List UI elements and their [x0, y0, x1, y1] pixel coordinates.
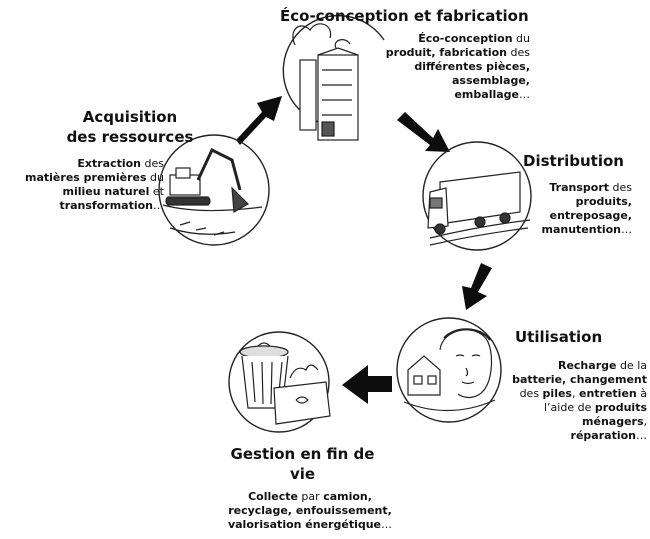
- fin-de-vie-title-line2: vie: [289, 465, 316, 483]
- description-text: produits: [594, 401, 647, 414]
- arrow-dist-to-util: [462, 263, 492, 310]
- description-text: batterie, changement: [512, 373, 647, 386]
- description-text: du: [146, 171, 164, 184]
- person-house-icon: [396, 317, 502, 423]
- trash-bin-icon: [228, 331, 331, 433]
- description-text: recyclage, enfouissement,: [228, 504, 392, 517]
- fin-de-vie-description: Collecte par camion,recyclage, enfouisse…: [200, 490, 420, 532]
- description-text: entretien: [578, 387, 637, 400]
- description-text: …: [381, 518, 393, 531]
- description-text: Transport: [549, 181, 610, 194]
- description-line: Extraction des: [18, 157, 164, 171]
- description-text: produit, fabrication: [385, 46, 508, 59]
- description-text: assemblage,: [451, 74, 530, 87]
- description-text: de la: [616, 359, 647, 372]
- description-line: produit, fabrication des: [360, 46, 530, 60]
- arrow-util-to-fin: [342, 365, 392, 404]
- description-text: …: [636, 429, 647, 442]
- description-text: et: [149, 185, 164, 198]
- description-text: par: [297, 490, 324, 503]
- acquisition-title: Acquisition des ressources: [55, 107, 205, 147]
- description-line: valorisation énergétique…: [200, 518, 420, 532]
- description-text: des: [609, 181, 633, 194]
- description-text: piles: [542, 387, 572, 400]
- description-text: Éco-conception: [418, 32, 513, 45]
- description-line: Transport des: [520, 181, 632, 195]
- description-line: produits,: [520, 195, 632, 209]
- description-text: différentes pièces,: [414, 60, 530, 73]
- description-line: ménagers,: [500, 415, 647, 429]
- description-text: des: [519, 387, 543, 400]
- description-line: l’aide de produits: [500, 401, 647, 415]
- description-text: Recharge: [557, 359, 617, 372]
- description-line: Recharge de la: [500, 359, 647, 373]
- description-line: batterie, changement: [500, 373, 647, 387]
- description-text: …: [519, 88, 530, 101]
- description-text: des: [507, 46, 531, 59]
- description-text: valorisation énergétique: [227, 518, 382, 531]
- description-line: assemblage,: [360, 74, 530, 88]
- description-text: camion,: [323, 490, 372, 503]
- utilisation-title: Utilisation: [515, 328, 603, 346]
- description-text: …: [621, 223, 632, 236]
- description-line: des piles, entretien à: [500, 387, 647, 401]
- description-text: transformation: [59, 199, 153, 212]
- truck-icon: [422, 141, 532, 251]
- description-text: entreposage,: [549, 209, 632, 222]
- description-line: recyclage, enfouissement,: [200, 504, 420, 518]
- description-text: manutention: [541, 223, 621, 236]
- description-text: matières premières: [25, 171, 147, 184]
- description-text: ,: [571, 387, 579, 400]
- acquisition-title-line1: Acquisition: [82, 108, 178, 126]
- factory-icon: [282, 14, 385, 141]
- description-line: emballage…: [360, 88, 530, 102]
- description-text: de: [574, 401, 595, 414]
- excavator-icon: [158, 134, 270, 246]
- description-text: Collecte: [248, 490, 298, 503]
- description-line: manutention…: [520, 223, 632, 237]
- description-text: réparation: [570, 429, 636, 442]
- arrow-eco-to-dist: [397, 112, 450, 152]
- description-text: l’aide: [544, 401, 575, 414]
- description-line: réparation…: [500, 429, 647, 443]
- description-line: Éco-conception du: [360, 32, 530, 46]
- description-text: des: [141, 157, 165, 170]
- description-line: différentes pièces,: [360, 60, 530, 74]
- description-line: milieu naturel et: [18, 185, 164, 199]
- description-text: …: [153, 199, 164, 212]
- description-line: entreposage,: [520, 209, 632, 223]
- description-text: Extraction: [77, 157, 142, 170]
- description-text: ménagers: [582, 415, 644, 428]
- description-text: ,: [643, 415, 648, 428]
- ecoconception-title: Éco-conception et fabrication: [280, 7, 529, 25]
- description-line: Collecte par camion,: [200, 490, 420, 504]
- description-text: produits,: [575, 195, 632, 208]
- description-text: du: [512, 32, 530, 45]
- acquisition-title-line2: des ressources: [66, 128, 194, 146]
- description-line: matières premières du: [18, 171, 164, 185]
- distribution-title: Distribution: [523, 152, 624, 170]
- description-text: milieu naturel: [62, 185, 150, 198]
- description-line: transformation…: [18, 199, 164, 213]
- fin-de-vie-title-line1: Gestion en fin de: [230, 445, 375, 463]
- description-text: emballage: [454, 88, 519, 101]
- arrow-acq-to-eco: [236, 96, 282, 145]
- fin-de-vie-title: Gestion en fin de vie: [215, 444, 390, 484]
- description-text: à: [636, 387, 647, 400]
